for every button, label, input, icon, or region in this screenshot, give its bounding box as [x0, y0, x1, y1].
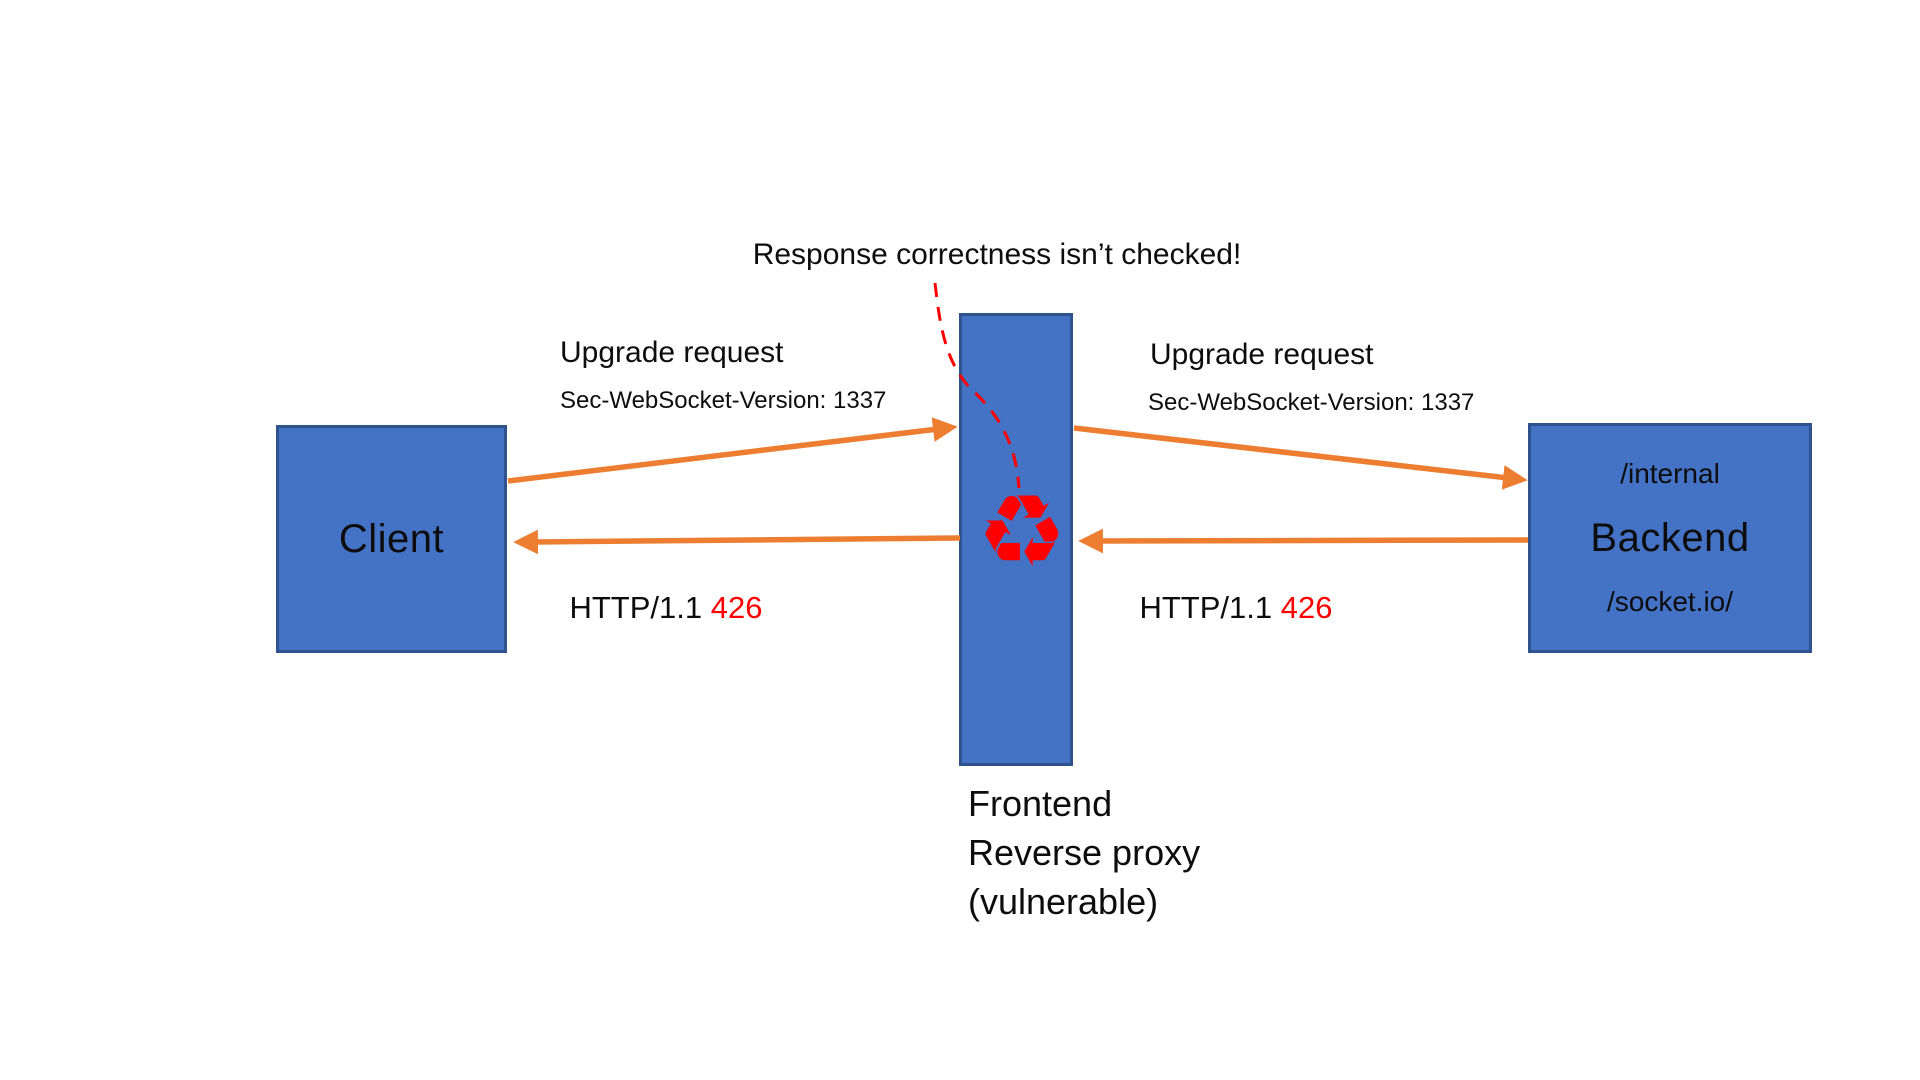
proxy-caption-line2: Reverse proxy [968, 832, 1201, 873]
proxy-caption-line3: (vulnerable) [968, 881, 1159, 922]
client-node-label: Client [338, 516, 445, 561]
client-node: Client [276, 425, 507, 653]
proxy-caption-line1: Frontend [968, 783, 1113, 824]
recycle-icon: ♻ [977, 473, 1067, 590]
client-upgrade-request-label: Upgrade request [560, 336, 784, 369]
backend-internal-path-label: /internal [1620, 457, 1720, 489]
proxy-to-client-response-label: HTTP/1.1 426 [535, 554, 762, 662]
proxy-node-caption: Frontend Reverse proxy (vulnerable) [968, 779, 1200, 926]
backend-to-proxy-response-label: HTTP/1.1 426 [1105, 554, 1332, 662]
http-version-text: HTTP/1.1 [569, 590, 711, 625]
http-status-code: 426 [710, 590, 763, 625]
proxy-websocket-version-header: Sec-WebSocket-Version: 1337 [1148, 389, 1475, 416]
backend-socketio-path-label: /socket.io/ [1606, 586, 1734, 618]
client-websocket-version-header: Sec-WebSocket-Version: 1337 [560, 387, 887, 414]
arrow-proxy-to-client [513, 529, 961, 555]
backend-node-label: Backend [1590, 515, 1750, 560]
proxy-upgrade-request-label: Upgrade request [1150, 338, 1374, 371]
http-version-text: HTTP/1.1 [1139, 590, 1281, 625]
arrow-backend-to-proxy [1078, 528, 1529, 554]
arrow-client-to-proxy [507, 417, 958, 484]
backend-node: /internal Backend /socket.io/ [1528, 423, 1812, 653]
annotation-title: Response correctness isn’t checked! [752, 238, 1242, 271]
arrow-proxy-to-backend [1073, 425, 1528, 490]
http-status-code: 426 [1280, 590, 1333, 625]
